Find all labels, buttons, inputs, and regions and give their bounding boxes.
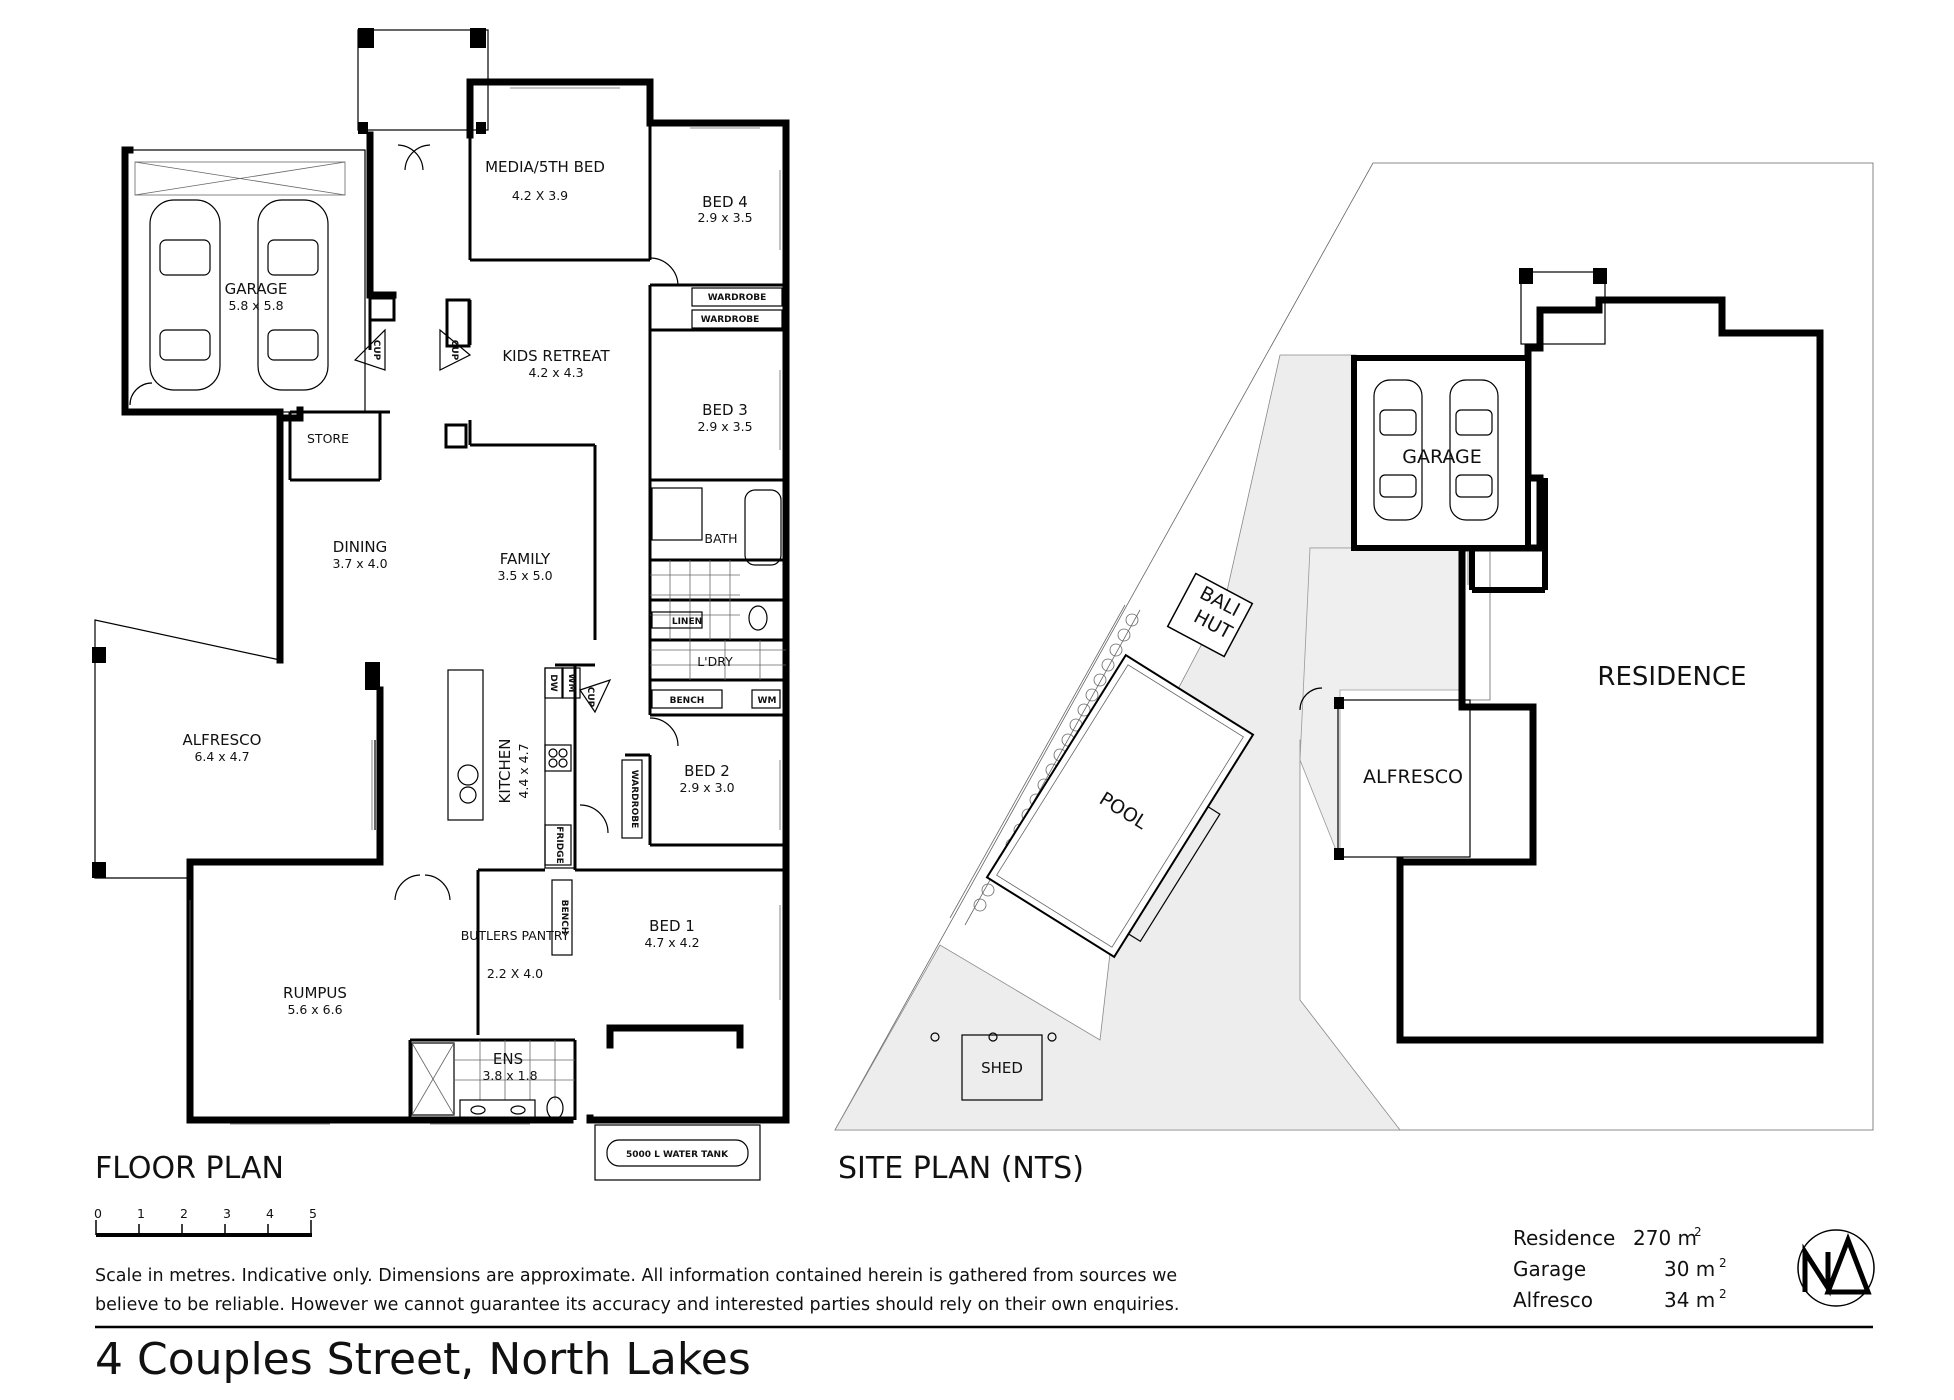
area-garage-value: 30 m — [1664, 1257, 1715, 1281]
scale-tick-2: 2 — [180, 1206, 188, 1221]
room-dims-family: 3.5 x 5.0 — [497, 568, 552, 583]
scale-tick-1: 1 — [137, 1206, 145, 1221]
bench-label-pantry: BENCH — [559, 900, 569, 935]
room-name-dining: DINING — [333, 538, 387, 556]
disclaimer-line1: Scale in metres. Indicative only. Dimens… — [95, 1266, 1177, 1286]
room-dims-dining: 3.7 x 4.0 — [332, 556, 387, 571]
north-arrow-icon — [1797, 1229, 1875, 1307]
room-name-butlers-pantry: BUTLERS PANTRY — [461, 928, 570, 943]
room-dims-kitchen: 4.4 x 4.7 — [516, 743, 531, 798]
room-name-bed4: BED 4 — [702, 193, 748, 211]
room-name-laundry: L'DRY — [697, 654, 733, 669]
room-name-bed1: BED 1 — [649, 917, 695, 935]
site-plan-heading: SITE PLAN (NTS) — [838, 1151, 1084, 1186]
room-name-garage: GARAGE — [225, 280, 288, 298]
property-address: 4 Couples Street, North Lakes — [95, 1334, 751, 1385]
area-garage-sup: 2 — [1719, 1256, 1727, 1270]
dw-label: DW — [548, 674, 558, 691]
area-alfresco-label: Alfresco — [1513, 1288, 1593, 1312]
room-dims-bed2: 2.9 x 3.0 — [679, 780, 734, 795]
room-name-kitchen: KITCHEN — [496, 739, 514, 804]
water-tank-label: 5000 L WATER TANK — [626, 1150, 729, 1160]
area-residence-label: Residence — [1513, 1226, 1615, 1250]
areas-table: Residence 270 m 2 Garage 30 m 2 Alfresco… — [1513, 1225, 1727, 1312]
fridge-label: FRIDGE — [554, 826, 564, 863]
room-dims-bed3: 2.9 x 3.5 — [697, 419, 752, 434]
room-dims-bed4: 2.9 x 3.5 — [697, 210, 752, 225]
site-alfresco-outline — [1337, 699, 1471, 858]
floor-plan — [92, 28, 790, 1181]
area-residence-value: 270 m — [1633, 1226, 1697, 1250]
room-dims-ensuite: 3.8 x 1.8 — [482, 1068, 537, 1083]
scale-tick-5: 5 — [309, 1206, 317, 1221]
site-plan — [834, 162, 1874, 1131]
wm-label-laundry: WM — [758, 696, 777, 706]
wardrobe-label-bed2: WARDROBE — [629, 770, 639, 828]
room-dims-butlers-pantry: 2.2 X 4.0 — [487, 966, 543, 981]
room-name-bed3: BED 3 — [702, 401, 748, 419]
site-boundary — [834, 162, 1874, 1131]
cup-label-retreat: CUP — [449, 340, 459, 361]
room-name-bed2: BED 2 — [684, 762, 730, 780]
bench-label-laundry: BENCH — [670, 696, 705, 706]
room-dims-alfresco: 6.4 x 4.7 — [194, 749, 249, 764]
wardrobe-label-bed4: WARDROBE — [708, 293, 766, 303]
fixture-labels: WARDROBE WARDROBE CUP CUP LINEN BENCH WM… — [371, 293, 776, 1160]
residence-label: RESIDENCE — [1597, 662, 1746, 692]
room-name-rumpus: RUMPUS — [283, 984, 347, 1002]
shed-shape — [961, 1034, 1043, 1101]
area-garage-label: Garage — [1513, 1257, 1586, 1281]
room-name-bath: BATH — [704, 531, 737, 546]
area-residence-sup: 2 — [1694, 1225, 1702, 1239]
room-name-store: STORE — [307, 431, 349, 446]
room-name-family: FAMILY — [500, 550, 551, 568]
room-name-ensuite: ENS — [493, 1050, 523, 1068]
area-alfresco-value: 34 m — [1664, 1288, 1715, 1312]
wm-label-kitchen: WM — [566, 674, 576, 693]
room-labels: MEDIA/5TH BED 4.2 X 3.9 BED 4 2.9 x 3.5 … — [183, 158, 753, 1083]
site-garage-outline — [1351, 355, 1531, 551]
room-name-media: MEDIA/5TH BED — [485, 158, 605, 176]
shed-label: SHED — [981, 1059, 1023, 1077]
site-plan-labels: GARAGE RESIDENCE ALFRESCO BALI HUT POOL … — [981, 446, 1747, 1077]
scale-tick-0: 0 — [94, 1206, 102, 1221]
cup-label-kitchen: CUP — [585, 687, 595, 708]
scale-bar: 0 1 2 3 4 5 — [94, 1206, 317, 1237]
area-alfresco-sup: 2 — [1719, 1287, 1727, 1301]
site-garage-label: GARAGE — [1402, 446, 1482, 468]
room-dims-garage: 5.8 x 5.8 — [228, 298, 283, 313]
wardrobe-label-bed3: WARDROBE — [701, 315, 759, 325]
scale-tick-3: 3 — [223, 1206, 231, 1221]
room-name-alfresco: ALFRESCO — [183, 731, 262, 749]
room-dims-media: 4.2 X 3.9 — [512, 188, 568, 203]
room-dims-rumpus: 5.6 x 6.6 — [287, 1002, 342, 1017]
bali-hut-shape — [1166, 572, 1254, 658]
room-name-kids-retreat: KIDS RETREAT — [502, 347, 610, 365]
linen-label: LINEN — [672, 617, 702, 627]
scale-tick-4: 4 — [266, 1206, 274, 1221]
floor-plan-heading: FLOOR PLAN — [95, 1151, 284, 1186]
site-alfresco-label: ALFRESCO — [1363, 766, 1463, 788]
room-dims-bed1: 4.7 x 4.2 — [644, 935, 699, 950]
room-dims-kids-retreat: 4.2 x 4.3 — [528, 365, 583, 380]
disclaimer-line2: believe to be reliable. However we canno… — [95, 1295, 1179, 1315]
cup-label-garage: CUP — [371, 340, 381, 361]
